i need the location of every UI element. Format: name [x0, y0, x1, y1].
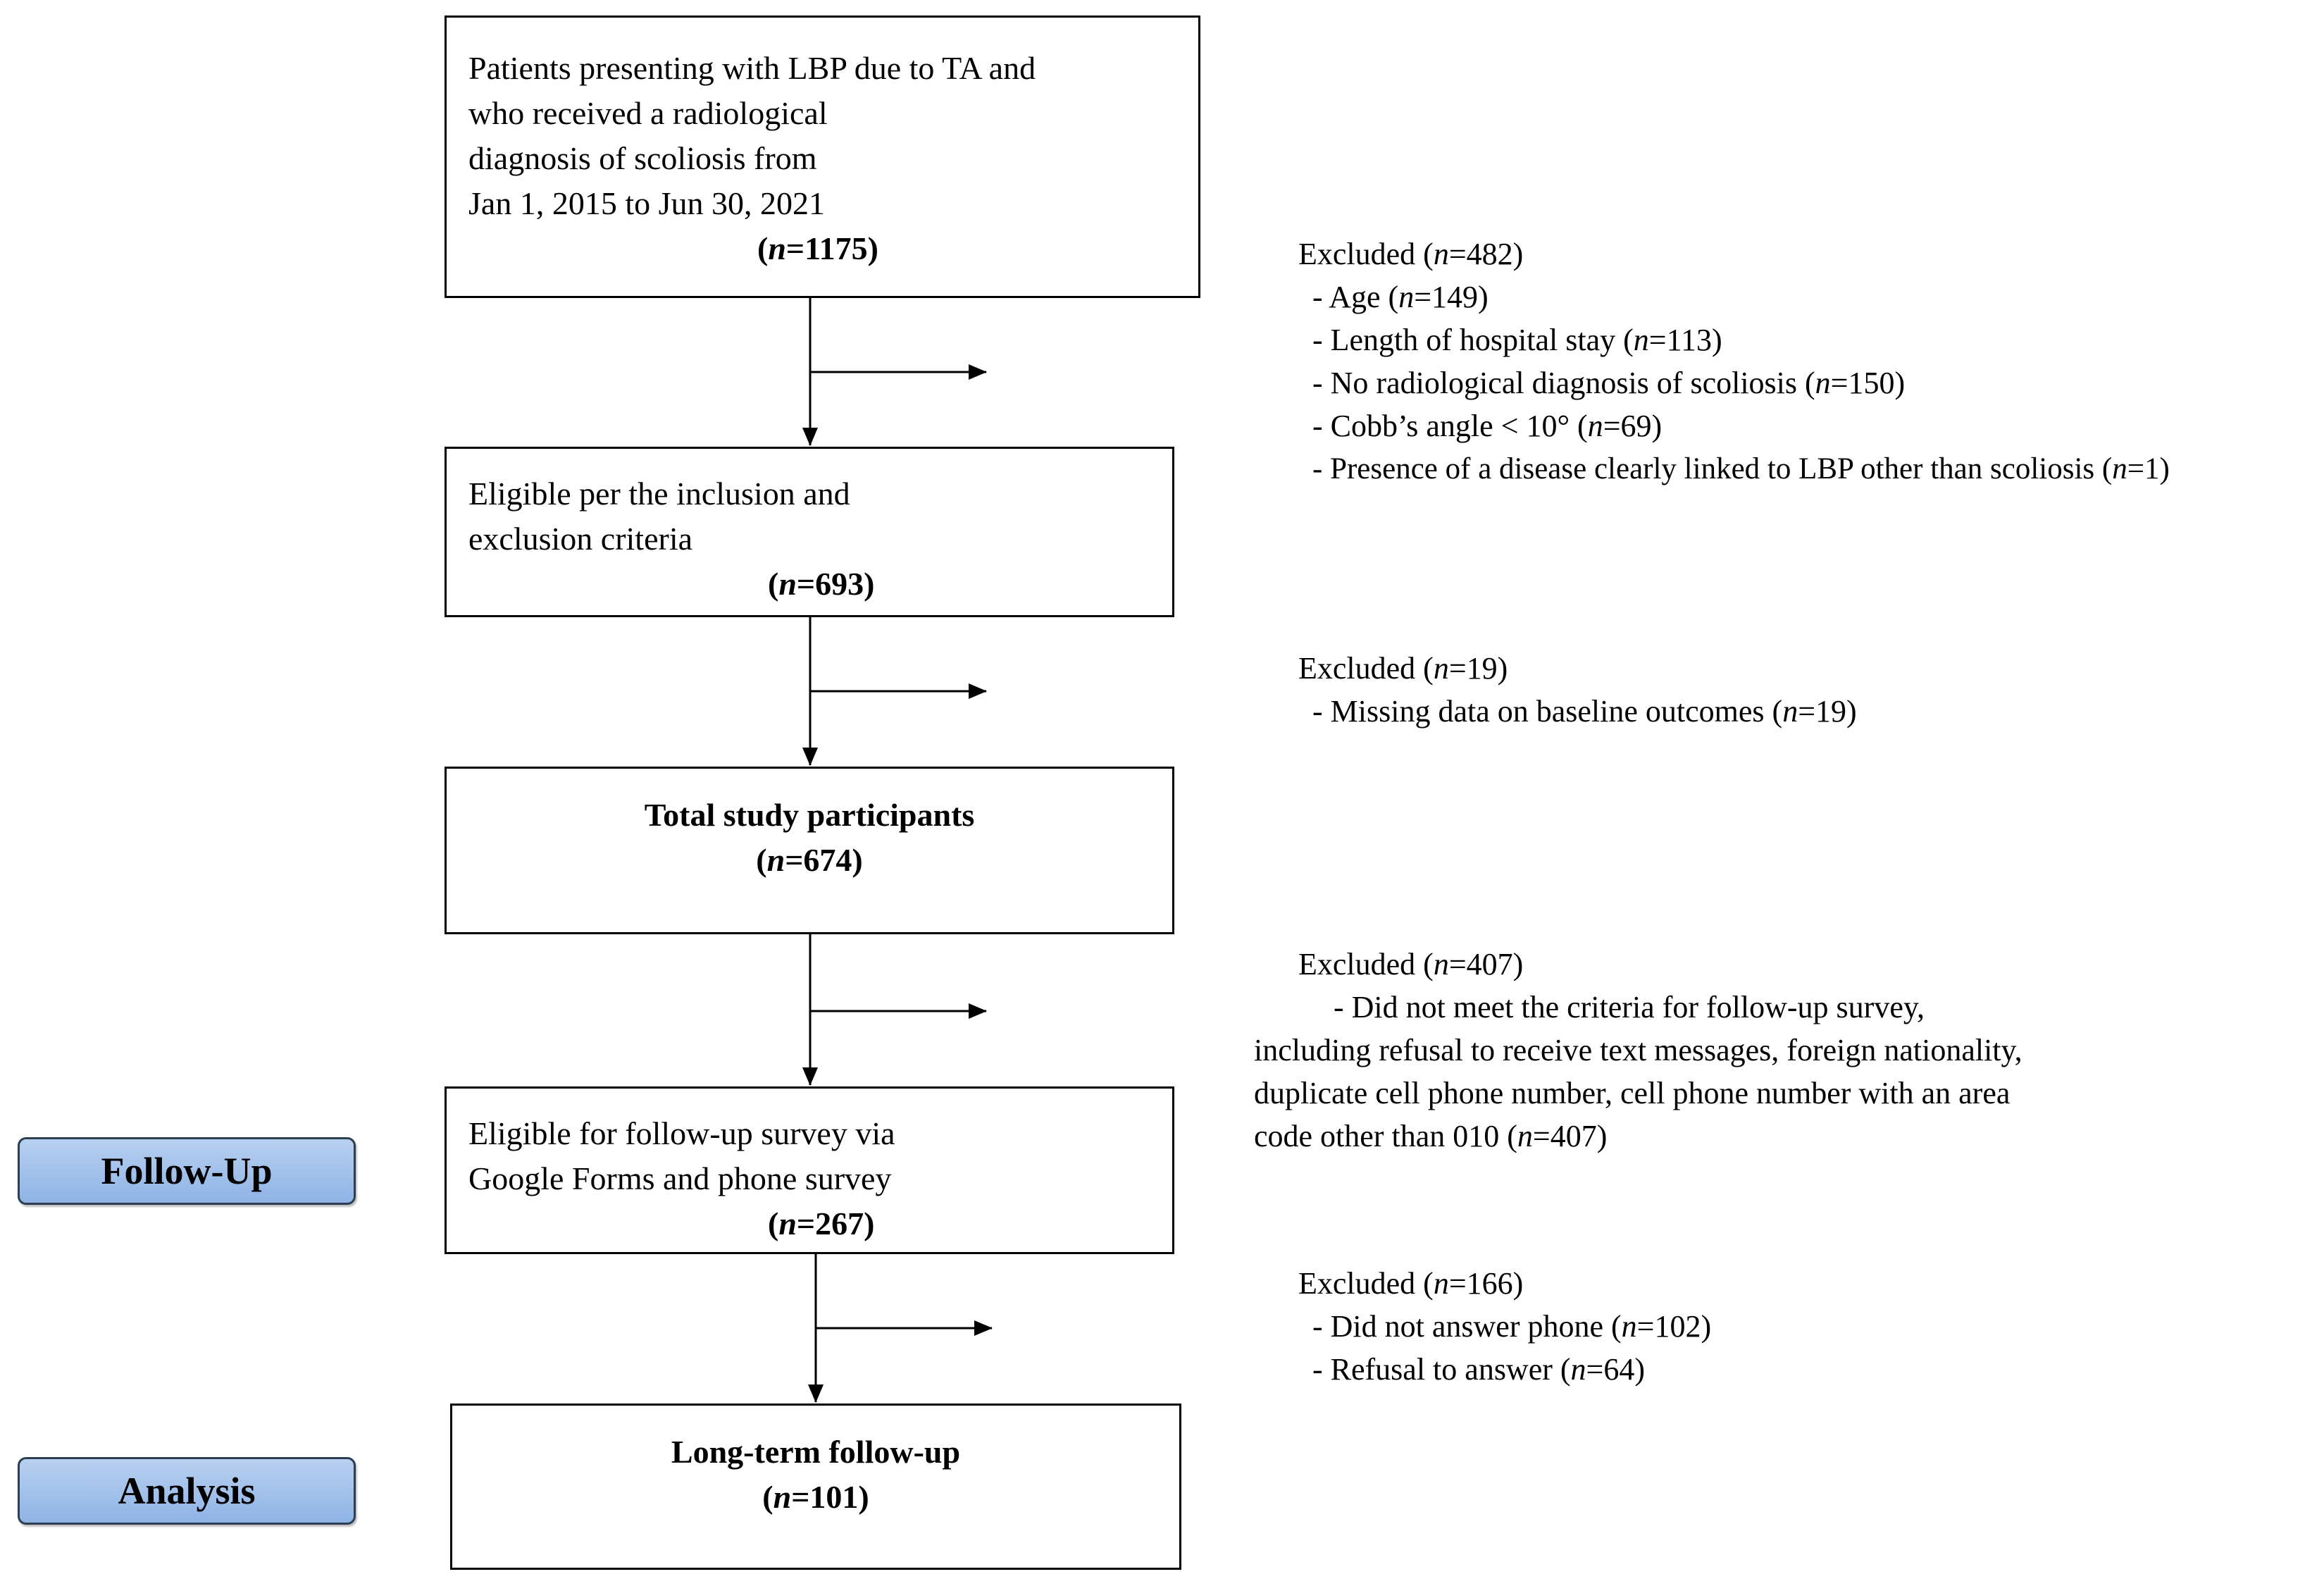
exclusion-header: Excluded (n=407)	[1298, 947, 1524, 981]
box-title: Total study participants	[644, 797, 975, 833]
exclusion-block-4: Excluded (n=166) - Did not answer phone …	[1298, 1262, 1711, 1391]
box-count: (n=693)	[768, 566, 875, 602]
flow-box-follow-up-eligible: Eligible for follow-up survey via Google…	[445, 1086, 1174, 1254]
exclusion-item: - Missing data on baseline outcomes (n=1…	[1312, 694, 1857, 729]
box-text-line: Patients presenting with LBP due to TA a…	[468, 50, 1036, 86]
box-count: (n=1175)	[757, 230, 878, 266]
box-text-line: diagnosis of scoliosis from	[468, 140, 817, 176]
flow-box-initial-patients: Patients presenting with LBP due to TA a…	[445, 16, 1200, 298]
exclusion-block-1: Excluded (n=482) - Age (n=149) - Length …	[1298, 233, 2170, 490]
exclusion-item: - No radiological diagnosis of scoliosis…	[1312, 366, 1906, 400]
box-text-line: Google Forms and phone survey	[468, 1160, 892, 1196]
exclusion-item: - Cobb’s angle < 10° (n=69)	[1312, 409, 1663, 443]
exclusion-item: - Did not meet the criteria for follow-u…	[1334, 990, 1925, 1024]
box-text-line: Eligible for follow-up survey via	[468, 1115, 895, 1151]
exclusion-item: - Refusal to answer (n=64)	[1312, 1352, 1646, 1387]
exclusion-item: code other than 010 (n=407)	[1254, 1119, 1608, 1153]
box-count: (n=101)	[762, 1479, 869, 1515]
box-text-line: exclusion criteria	[468, 521, 693, 557]
exclusion-block-3: Excluded (n=407) - Did not meet the crit…	[1254, 943, 2022, 1158]
exclusion-item: - Did not answer phone (n=102)	[1312, 1309, 1712, 1344]
exclusion-header: Excluded (n=19)	[1298, 651, 1508, 686]
box-count: (n=674)	[756, 842, 863, 878]
exclusion-block-2: Excluded (n=19) - Missing data on baseli…	[1298, 647, 1857, 733]
box-text-line: who received a radiological	[468, 95, 828, 131]
exclusion-item: - Length of hospital stay (n=113)	[1312, 323, 1722, 357]
exclusion-item: duplicate cell phone number, cell phone …	[1254, 1076, 2011, 1110]
stage-label-follow-up: Follow-Up	[18, 1137, 356, 1205]
flow-box-eligible-criteria: Eligible per the inclusion and exclusion…	[445, 447, 1174, 617]
box-text-line: Jan 1, 2015 to Jun 30, 2021	[468, 185, 825, 221]
box-title: Long-term follow-up	[671, 1434, 961, 1470]
exclusion-item: - Age (n=149)	[1312, 280, 1489, 314]
exclusion-header: Excluded (n=166)	[1298, 1266, 1524, 1301]
exclusion-item: - Presence of a disease clearly linked t…	[1312, 452, 2170, 485]
stage-label-analysis: Analysis	[18, 1457, 356, 1525]
box-text-line: Eligible per the inclusion and	[468, 476, 850, 512]
flow-box-total-participants: Total study participants (n=674)	[445, 767, 1174, 934]
exclusion-item: including refusal to receive text messag…	[1254, 1033, 2022, 1067]
flow-box-long-term-follow-up: Long-term follow-up (n=101)	[450, 1404, 1181, 1570]
exclusion-header: Excluded (n=482)	[1298, 237, 1524, 271]
box-count: (n=267)	[768, 1206, 875, 1241]
